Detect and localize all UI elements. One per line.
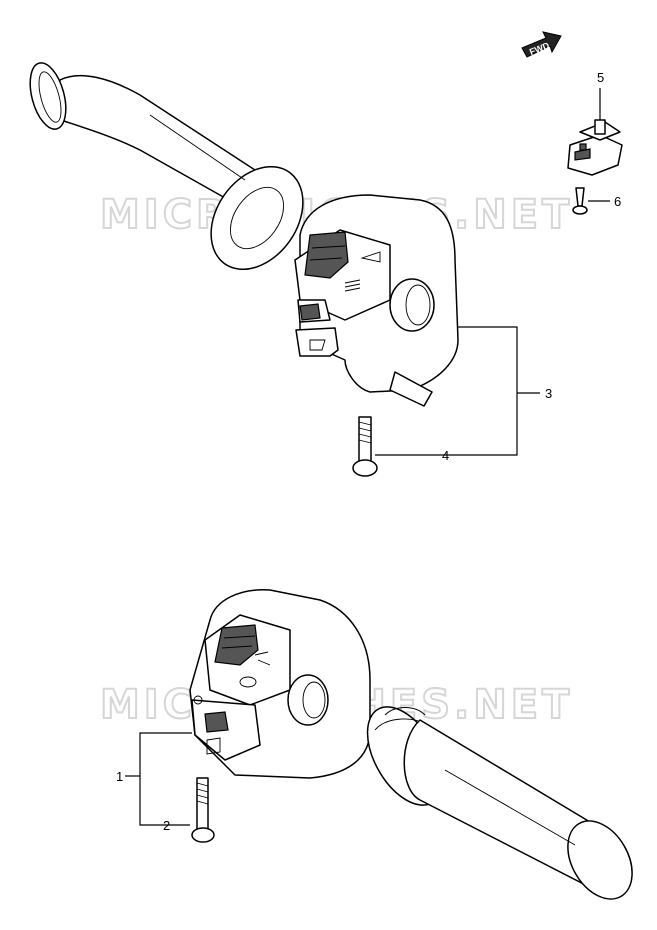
callout-4: 4	[442, 448, 449, 463]
right-handlebar-grip	[366, 706, 633, 900]
left-handlebar-grip	[29, 62, 304, 271]
callout-2: 2	[163, 818, 170, 833]
fwd-arrow-icon: FWD	[521, 31, 562, 58]
callout-3: 3	[545, 386, 552, 401]
fwd-label: FWD	[528, 40, 551, 57]
screw-part-6	[572, 187, 588, 215]
callout-5: 5	[597, 70, 604, 85]
screw-part-2	[191, 777, 215, 843]
connector-part-5	[567, 119, 623, 176]
screw-part-4	[352, 416, 378, 477]
callout-lines-bottom	[125, 732, 192, 826]
left-handlebar-switch-assembly	[294, 194, 459, 407]
callout-lines-top	[375, 88, 610, 456]
callout-1: 1	[116, 769, 123, 784]
right-handlebar-switch-assembly	[189, 589, 371, 779]
callout-6: 6	[614, 194, 621, 209]
